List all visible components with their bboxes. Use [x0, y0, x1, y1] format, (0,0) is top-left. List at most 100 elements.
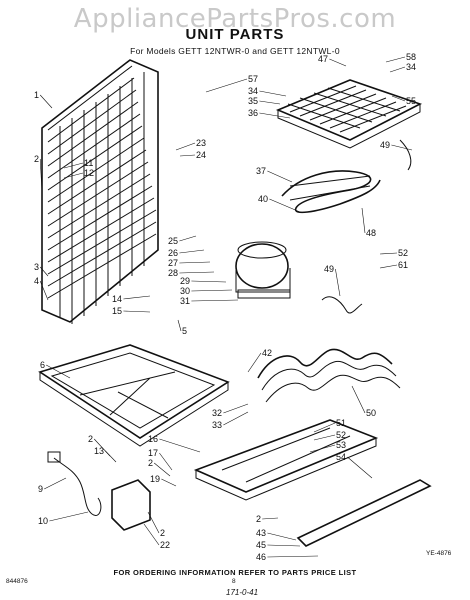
callout-31: 31: [180, 296, 190, 306]
callout-51: 51: [336, 418, 346, 428]
callout-leader-45: [267, 544, 301, 547]
drain-pan: [38, 344, 230, 447]
callout-2: 2: [148, 458, 153, 468]
callout-leader-10: [49, 511, 89, 522]
callout-2: 2: [88, 434, 93, 444]
callout-34: 34: [406, 62, 416, 72]
callout-leader-17: [159, 452, 173, 471]
callout-leader-61: [379, 264, 398, 269]
callout-24: 24: [196, 150, 206, 160]
callout-11: 11: [84, 158, 93, 168]
callout-35: 35: [248, 96, 258, 106]
callout-leader-57: [205, 78, 248, 93]
handwritten-note: 171-0-41: [226, 588, 259, 597]
callout-leader-2: [147, 511, 160, 534]
callout-57: 57: [248, 74, 258, 84]
ordering-note: FOR ORDERING INFORMATION REFER TO PARTS …: [113, 568, 357, 577]
callout-36: 36: [248, 108, 258, 118]
callout-2: 2: [160, 528, 165, 538]
callout-leader-16: [159, 438, 201, 453]
callout-leader-22: [143, 523, 160, 546]
callout-leader-50: [351, 385, 366, 414]
callout-leader-4: [39, 280, 49, 301]
callout-leader-25: [179, 235, 197, 242]
callout-47: 47: [318, 54, 328, 64]
figure-code: YE-4876: [426, 550, 452, 557]
callout-leader-54: [347, 456, 373, 479]
defrost-heater: [281, 170, 381, 214]
callout-leader-52: [313, 434, 336, 441]
callout-leader-40: [269, 198, 301, 213]
callout-leader-15: [123, 310, 151, 313]
condenser-panel: [41, 59, 159, 324]
callout-leader-1: [39, 94, 53, 109]
callout-leader-27: [179, 261, 211, 264]
callout-45: 45: [256, 540, 266, 550]
callout-48: 48: [366, 228, 376, 238]
power-cord: [47, 451, 102, 516]
callout-leader-26: [179, 249, 205, 254]
callout-55: 55: [406, 96, 416, 106]
callout-1: 1: [34, 90, 39, 100]
callout-leader-23: [175, 142, 196, 151]
page-number: 8: [232, 578, 236, 585]
watermark: AppliancePartsPros.com: [73, 4, 397, 34]
callout-6: 6: [40, 360, 45, 370]
callout-27: 27: [168, 258, 178, 268]
callout-leader-34: [389, 66, 406, 73]
callout-leader-49: [391, 144, 413, 151]
callout-50: 50: [366, 408, 376, 418]
leader-lines: [39, 56, 413, 558]
callout-leader-30: [191, 289, 233, 292]
callout-leader-6: [46, 364, 71, 379]
callout-54: 54: [336, 452, 346, 462]
callout-leader-34: [259, 90, 287, 97]
callout-5: 5: [182, 326, 187, 336]
callout-22: 22: [160, 540, 170, 550]
callout-9: 9: [38, 484, 43, 494]
callout-42: 42: [262, 348, 272, 358]
callout-leader-24: [179, 154, 196, 157]
callout-leader-29: [191, 280, 227, 283]
callout-leader-49: [335, 268, 341, 297]
callout-leader-55: [391, 95, 406, 102]
callout-leader-36: [259, 112, 291, 119]
callout-61: 61: [398, 260, 408, 270]
callout-16: 16: [148, 434, 158, 444]
callout-28: 28: [168, 268, 178, 278]
callout-leader-42: [247, 352, 262, 373]
callout-19: 19: [150, 474, 160, 484]
callout-29: 29: [180, 276, 190, 286]
callout-30: 30: [180, 286, 190, 296]
callout-26: 26: [168, 248, 178, 258]
callout-25: 25: [168, 236, 178, 246]
evaporator-coil: [275, 79, 423, 149]
callout-37: 37: [256, 166, 266, 176]
callout-leader-2: [154, 462, 171, 477]
callout-34: 34: [248, 86, 258, 96]
callout-leader-31: [191, 299, 239, 302]
callout-leader-48: [361, 207, 366, 234]
condenser-coil: [257, 348, 401, 403]
callout-43: 43: [256, 528, 266, 538]
callout-10: 10: [38, 516, 48, 526]
callout-2: 2: [256, 514, 261, 524]
callout-leader-53: [309, 444, 336, 453]
document-code: 844876: [6, 578, 28, 585]
callout-17: 17: [148, 448, 158, 458]
callout-14: 14: [112, 294, 122, 304]
callout-leader-13: [105, 450, 117, 463]
callout-52: 52: [336, 430, 346, 440]
callout-4: 4: [34, 276, 39, 286]
compressor: [235, 241, 291, 299]
rear-rail: [296, 479, 432, 547]
callout-15: 15: [112, 306, 122, 316]
callout-23: 23: [196, 138, 206, 148]
callout-leader-33: [223, 411, 249, 426]
callout-leader-5: [177, 319, 182, 332]
callout-49: 49: [380, 140, 390, 150]
callout-2: 2: [34, 154, 39, 164]
